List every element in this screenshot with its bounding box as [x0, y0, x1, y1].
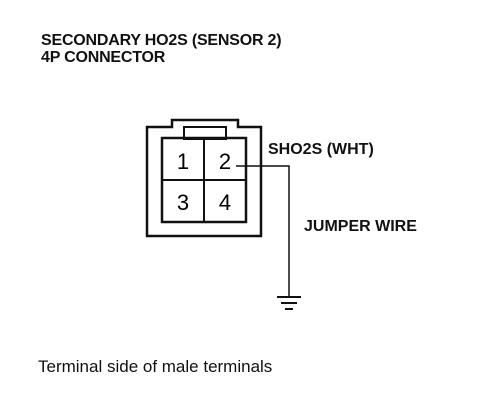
- terminal-1: 1: [177, 149, 189, 174]
- ground-symbol-icon: [277, 296, 301, 310]
- terminal-3: 3: [177, 190, 189, 215]
- title-line-2: 4P CONNECTOR: [41, 49, 166, 66]
- terminal-4: 4: [219, 190, 231, 215]
- terminal-side-caption: Terminal side of male terminals: [38, 357, 273, 376]
- sho2s-wire-label: SHO2S (WHT): [268, 141, 374, 158]
- jumper-wire: [236, 165, 290, 297]
- terminal-2: 2: [219, 149, 231, 174]
- diagram-title: SECONDARY HO2S (SENSOR 2) 4P CONNECTOR: [41, 32, 282, 66]
- connector-housing: [145, 118, 263, 238]
- title-line-1: SECONDARY HO2S (SENSOR 2): [41, 32, 282, 49]
- jumper-wire-label: JUMPER WIRE: [304, 218, 417, 235]
